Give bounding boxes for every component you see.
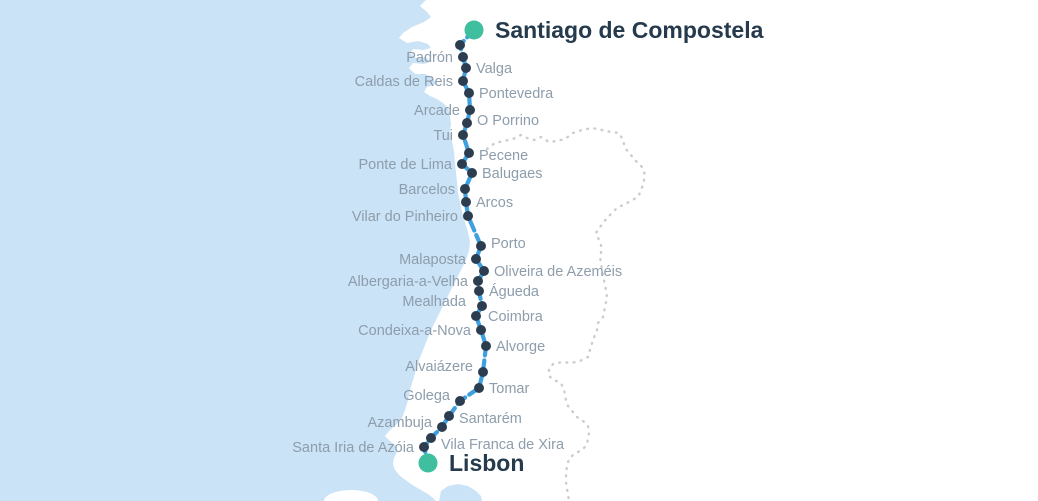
stop-dot[interactable] <box>471 254 481 264</box>
stop-label: Santarém <box>459 411 522 427</box>
land-layer <box>324 0 1038 501</box>
border-dotted-line <box>485 126 647 501</box>
stop-label: Santa Iria de Azóia <box>292 440 415 456</box>
stop-label: Vila Franca de Xira <box>441 437 565 453</box>
stop-dot[interactable] <box>464 148 474 158</box>
stop-dot[interactable] <box>458 130 468 140</box>
stop-dot[interactable] <box>476 241 486 251</box>
stop-dot[interactable] <box>471 311 481 321</box>
stop-label: Condeixa-a-Nova <box>358 323 472 339</box>
stop-dot[interactable] <box>444 411 454 421</box>
stop-dot[interactable] <box>464 88 474 98</box>
stop-label: Ponte de Lima <box>358 157 452 173</box>
stop-label: Vilar do Pinheiro <box>352 209 458 225</box>
stop-label: Alvorge <box>496 339 545 355</box>
stop-dot[interactable] <box>437 422 447 432</box>
terminus-label: Lisbon <box>449 450 524 476</box>
tagus-estuary <box>439 484 482 501</box>
country-border <box>485 126 647 501</box>
stop-label: Caldas de Reis <box>355 74 453 90</box>
stop-dot[interactable] <box>467 168 477 178</box>
stop-dot[interactable] <box>460 184 470 194</box>
stop-label: Balugaes <box>482 166 542 182</box>
stop-label: Barcelos <box>399 182 455 198</box>
stop-label: Porto <box>491 236 526 252</box>
stop-dot[interactable] <box>458 76 468 86</box>
stop-label: Pecene <box>479 148 528 164</box>
stop-dot[interactable] <box>481 341 491 351</box>
terminus-label: Santiago de Compostela <box>495 17 764 43</box>
stop-dot[interactable] <box>476 325 486 335</box>
stop-label: Tui <box>433 128 453 144</box>
stop-label: Malaposta <box>399 252 467 268</box>
landmass <box>385 0 1038 501</box>
stop-dot[interactable] <box>455 396 465 406</box>
stop-label: Valga <box>476 61 513 77</box>
stop-dot[interactable] <box>462 118 472 128</box>
stop-dot[interactable] <box>479 266 489 276</box>
stop-dot[interactable] <box>473 276 483 286</box>
stop-label: Azambuja <box>368 415 433 431</box>
terminus-dot[interactable] <box>464 20 484 40</box>
stop-dot[interactable] <box>461 63 471 73</box>
stop-dot[interactable] <box>455 40 465 50</box>
south-bank-land <box>324 490 378 501</box>
stop-label: Tomar <box>489 381 529 397</box>
stop-label: Coimbra <box>488 309 544 325</box>
stop-label: Arcade <box>414 103 460 119</box>
stop-dot[interactable] <box>419 442 429 452</box>
stop-label: Águeda <box>489 283 540 300</box>
stop-dot[interactable] <box>458 52 468 62</box>
stop-dot[interactable] <box>474 383 484 393</box>
stop-label: Pontevedra <box>479 86 554 102</box>
stop-dot[interactable] <box>477 301 487 311</box>
stop-dot[interactable] <box>457 159 467 169</box>
stop-label: Golega <box>403 388 451 404</box>
stop-dot[interactable] <box>426 433 436 443</box>
stop-label: Arcos <box>476 195 513 211</box>
stop-dot[interactable] <box>463 211 473 221</box>
stop-label: Padrón <box>406 50 453 66</box>
stop-label: Albergaria-a-Velha <box>348 274 469 290</box>
stop-dot[interactable] <box>461 197 471 207</box>
stop-label: Oliveira de Azeméis <box>494 264 622 280</box>
stop-label: Mealhada <box>402 294 467 310</box>
terminus-dot[interactable] <box>418 453 438 473</box>
stop-dot[interactable] <box>478 367 488 377</box>
stop-label: Alvaiázere <box>405 359 473 375</box>
stop-dot[interactable] <box>474 286 484 296</box>
stop-label: O Porrino <box>477 113 539 129</box>
stop-dot[interactable] <box>465 105 475 115</box>
